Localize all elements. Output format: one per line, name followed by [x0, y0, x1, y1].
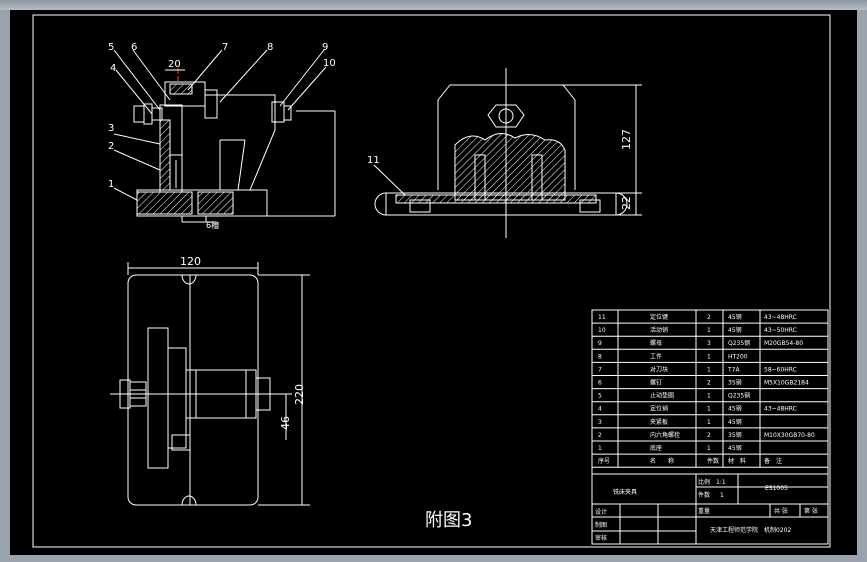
bom-cell-name: 定位销: [650, 405, 668, 413]
bom-cell-mat: Q235钢: [728, 339, 750, 347]
bom-cell-no: 1: [598, 445, 602, 452]
bom-cell-name: 定位键: [650, 313, 668, 321]
drawing-name: 铣床夹具: [613, 488, 637, 496]
bom-cell-qty: 1: [707, 393, 711, 400]
sheet-total: 共 张: [774, 507, 788, 515]
bom-cell-mat: 45钢: [728, 313, 742, 321]
bom-cell-qty: 件数: [707, 457, 719, 465]
weight-label: 重量: [698, 507, 710, 515]
bom-cell-no: 5: [598, 393, 602, 400]
bom-cell-no: 8: [598, 353, 602, 360]
bom-cell-note: 58~60HRC: [764, 366, 797, 373]
cad-viewport[interactable]: 20 6槽 5 6 7 8 9 10 4 3 2 1 11: [10, 10, 857, 555]
bom-cell-no: 10: [598, 327, 606, 334]
bom-cell-no: 4: [598, 406, 602, 413]
bom-cell-note: M5X10GB2184: [764, 380, 809, 387]
bom-cell-no: 7: [598, 366, 602, 373]
bom-cell-no: 9: [598, 340, 602, 347]
bom-cell-qty: 2: [707, 432, 711, 439]
bom-cell-no: 3: [598, 419, 602, 426]
balloon-6: 6: [131, 42, 137, 53]
bom-cell-qty: 2: [707, 380, 711, 387]
bom-cell-name: 夹紧板: [650, 418, 668, 426]
figure-caption: 附图3: [425, 510, 472, 531]
balloon-3: 3: [108, 123, 114, 134]
bom-cell-mat: 材 料: [728, 457, 746, 465]
bom-cell-no: 2: [598, 432, 602, 439]
designer-label: 设计: [595, 508, 607, 516]
bom-cell-mat: 45钢: [728, 418, 742, 426]
bom-cell-name: 名 称: [650, 457, 674, 465]
bom-cell-name: 螺母: [650, 339, 662, 347]
bom-cell-name: 内六角螺栓: [650, 431, 680, 439]
balloon-5: 5: [108, 42, 114, 53]
balloon-10: 10: [323, 58, 336, 69]
bom-cell-name: 螺钉: [650, 379, 662, 387]
balloon-1: 1: [108, 179, 114, 190]
drawing-code: ES1005: [765, 485, 788, 492]
balloon-8: 8: [267, 42, 273, 53]
count-value: 1: [720, 492, 724, 499]
balloon-11: 11: [367, 155, 380, 166]
bom-cell-mat: 45钢: [728, 405, 742, 413]
dim-plan-height: 220: [293, 384, 306, 405]
bom-cell-name: 止动垫圈: [650, 392, 674, 400]
balloon-9: 9: [322, 42, 328, 53]
drafter-label: 制图: [595, 521, 607, 529]
bom-cell-qty: 1: [707, 419, 711, 426]
bom-cell-qty: 1: [707, 445, 711, 452]
bom-cell-qty: 1: [707, 366, 711, 373]
bom-cell-qty: 1: [707, 353, 711, 360]
bom-cell-qty: 2: [707, 314, 711, 321]
dim-top-width: 20: [168, 59, 181, 70]
bom-cell-no: 11: [598, 314, 606, 321]
bom-cell-mat: 45钢: [728, 444, 742, 452]
dim-plan-offset: 46: [279, 416, 292, 430]
bom-cell-mat: 35钢: [728, 379, 742, 387]
checker-label: 审核: [595, 534, 607, 542]
dim-slot: 6槽: [206, 220, 219, 230]
balloon-7: 7: [222, 42, 228, 53]
bom-cell-mat: HT200: [728, 353, 748, 360]
school-name: 天津工程师范学院 机制0202: [710, 526, 791, 534]
bom-cell-qty: 3: [707, 340, 711, 347]
bom-cell-note: 43~48HRC: [764, 314, 797, 321]
sheet-no: 第 张: [804, 507, 818, 515]
bom-cell-name: 对刀块: [650, 365, 668, 373]
bom-cell-mat: 45钢: [728, 326, 742, 334]
bom-cell-name: 活动销: [650, 326, 668, 334]
bom-cell-mat: Q235钢: [728, 392, 750, 400]
window-top-chrome: [0, 0, 867, 10]
bom-cell-note: M10X30GB70-80: [764, 432, 815, 439]
balloon-labels: 5 6 7 8 9 10 4 3 2 1 11: [108, 42, 380, 190]
balloon-2: 2: [108, 141, 114, 152]
bom-cell-note: M20GB54-80: [764, 340, 803, 347]
ratio-label: 比例: [698, 478, 710, 486]
bom-cell-name: 工件: [650, 352, 662, 360]
dim-height-small: 22: [620, 196, 633, 210]
bom-cell-qty: 1: [707, 406, 711, 413]
plan-view: 120 220 46: [110, 255, 310, 506]
ratio-value: 1:1: [716, 479, 726, 486]
drawing-canvas: 20 6槽 5 6 7 8 9 10 4 3 2 1 11: [32, 14, 831, 548]
bom-cell-no: 6: [598, 380, 602, 387]
bom-cell-note: 43~50HRC: [764, 327, 797, 334]
bom-cell-no: 序号: [598, 457, 610, 465]
bom-cell-mat: T7A: [727, 366, 740, 373]
front-view: 20 6槽: [113, 49, 336, 230]
dim-plan-width: 120: [180, 255, 201, 268]
bom-cell-mat: 35钢: [728, 431, 742, 439]
balloon-4: 4: [110, 63, 116, 74]
dim-height-right: 127: [620, 129, 633, 150]
drawing-border: [32, 14, 831, 548]
bom-cell-note: 备 注: [764, 457, 782, 465]
side-view: 127 22: [373, 68, 642, 238]
count-label: 件数: [698, 491, 710, 499]
bom-cell-name: 底座: [650, 444, 662, 452]
bom-cell-qty: 1: [707, 327, 711, 334]
title-block: 铣床夹具 比例 1:1 件数 1 ES1005 重量 共 张 第 张 设计 制图…: [592, 473, 828, 544]
bom-cell-note: 43~48HRC: [764, 406, 797, 413]
